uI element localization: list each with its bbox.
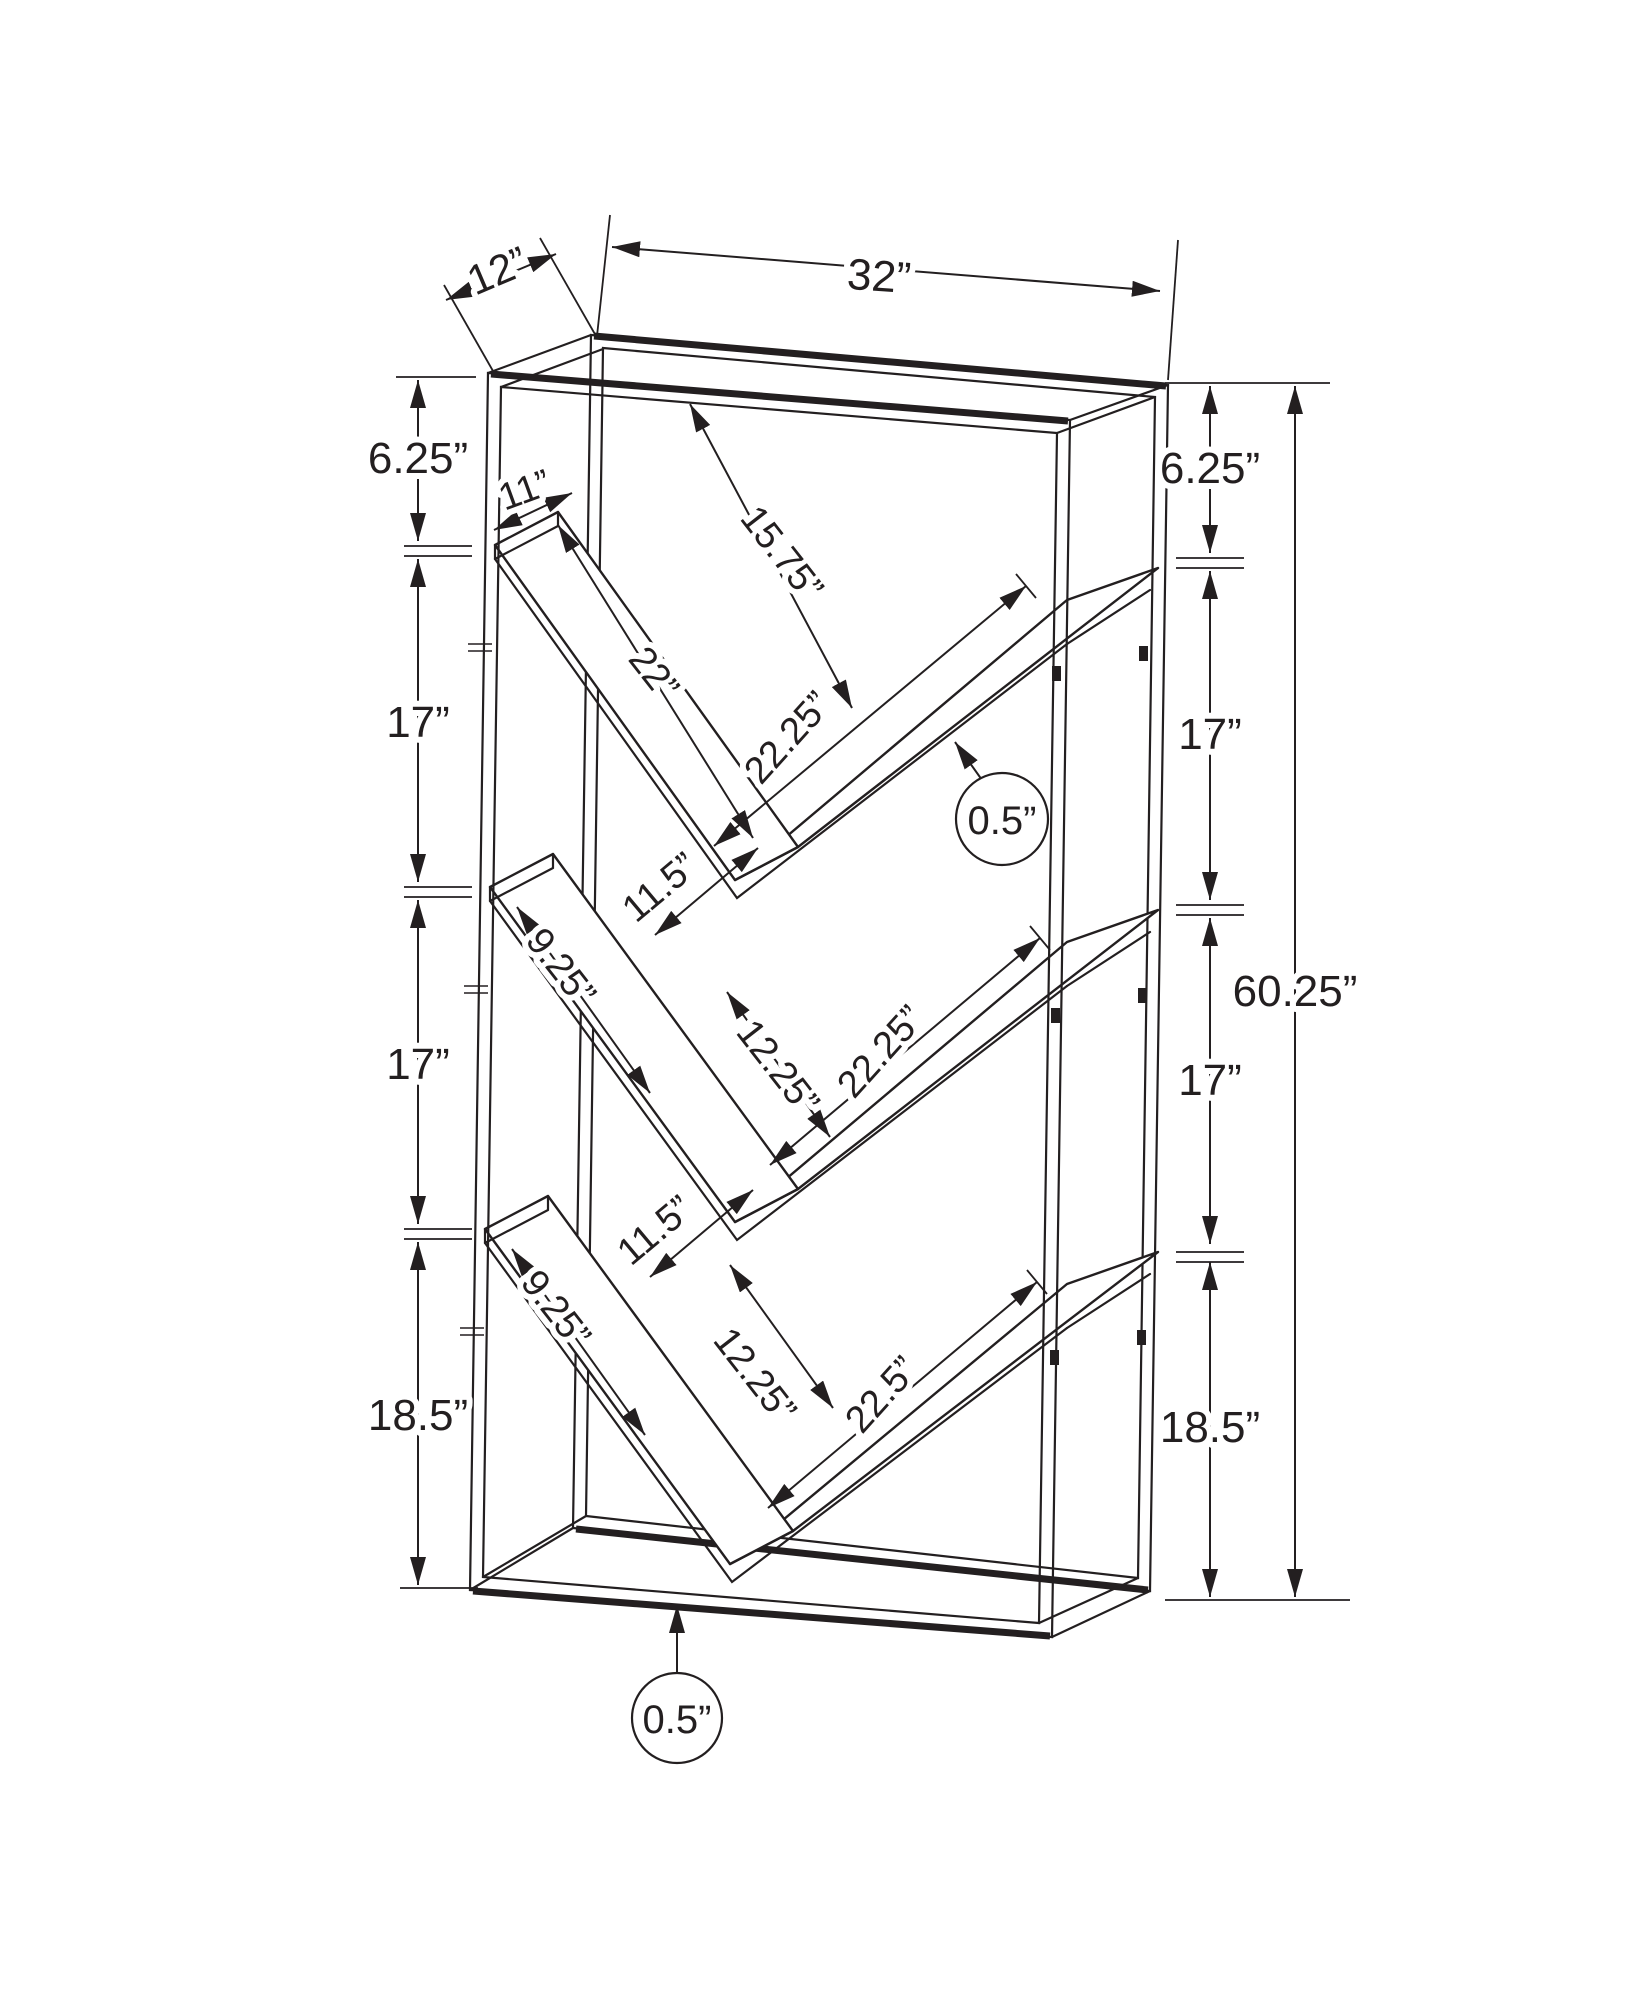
label-left-mid2: 17”	[386, 1040, 450, 1089]
dimension-lines	[410, 241, 1303, 1597]
dim-line-shelf2-end	[516, 906, 651, 1094]
dim-line-depth	[445, 253, 557, 301]
label-right-mid1: 17”	[1178, 710, 1242, 759]
dim-line-width	[611, 241, 1161, 297]
label-thickness-bottom: 0.5”	[643, 1698, 712, 1742]
dim-line-shelf1-asc	[713, 585, 1027, 847]
dim-line-shelf2-asc	[769, 937, 1041, 1166]
label-left-mid1: 17”	[386, 698, 450, 747]
connector-stubs	[1050, 646, 1148, 1365]
thickness-callout-bottom	[630, 1605, 724, 1765]
label-right-top: 6.25”	[1160, 444, 1260, 493]
dim-line-shelf3-asc	[767, 1281, 1038, 1509]
callout-circle-mid	[954, 771, 1050, 867]
dim-line-bay3-clear	[649, 1189, 754, 1278]
dim-line-shelf1-end	[493, 492, 573, 531]
dim-line-bay2-clear	[654, 847, 759, 936]
dim-line-shelf3-end	[511, 1248, 646, 1436]
label-overall-height: 60.25”	[1233, 967, 1358, 1016]
depth-connectors	[468, 333, 1170, 1639]
label-right-mid2: 17”	[1178, 1056, 1242, 1105]
label-thickness-mid: 0.5”	[968, 799, 1037, 843]
label-width: 32”	[846, 250, 913, 303]
callout-circle-bottom	[630, 1671, 724, 1765]
label-right-bottom: 18.5”	[1160, 1403, 1260, 1452]
label-left-bottom: 18.5”	[368, 1391, 468, 1440]
label-left-top: 6.25”	[368, 434, 468, 483]
thickness-callout-mid	[954, 741, 1050, 867]
